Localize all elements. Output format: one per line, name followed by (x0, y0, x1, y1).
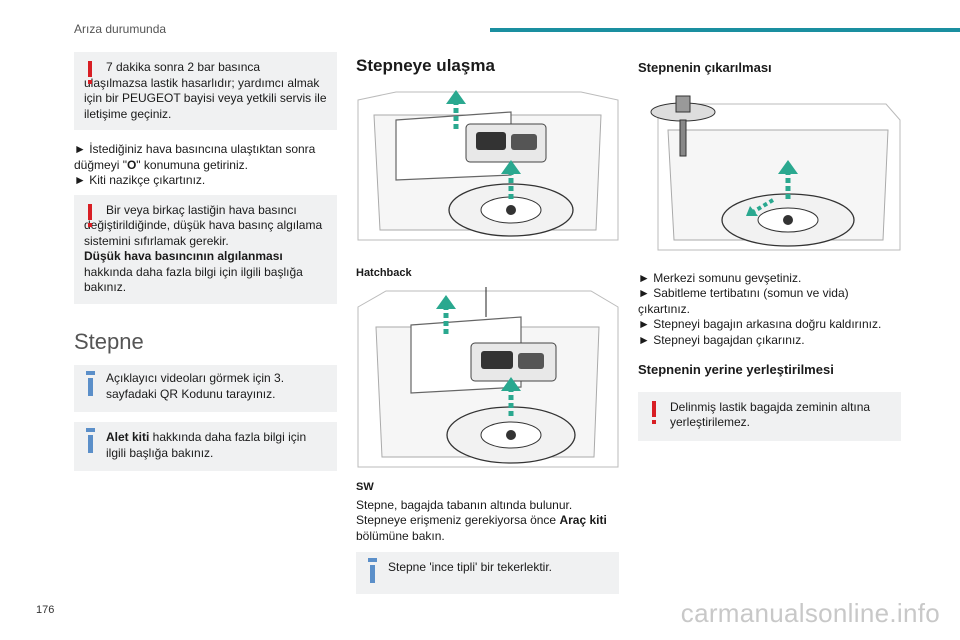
warning-text-rest: ulaşılmazsa lastik hasarlıdır; yardımcı … (84, 75, 327, 121)
info-text: Alet kiti hakkında daha fazla bilgi için… (106, 430, 307, 460)
warning-box-pressure: 7 dakika sonra 2 bar basınca ulaşılmazsa… (74, 52, 337, 130)
section-title-refit: Stepnenin yerine yerleştirilmesi (638, 362, 834, 377)
info-icon (86, 428, 95, 453)
removal-steps-list: ► Merkezi somunu gevşetiniz. ► Sabitleme… (638, 271, 901, 349)
column-left: 7 dakika sonra 2 bar basınca ulaşılmazsa… (74, 52, 337, 481)
info-icon (368, 558, 377, 583)
warning-text-first: Bir veya birkaç lastiğin hava basıncı (106, 202, 297, 217)
page-number: 176 (36, 604, 55, 616)
info-box-video: Açıklayıcı videoları görmek için 3. sayf… (74, 365, 337, 412)
info-box-tool-kit: Alet kiti hakkında daha fazla bilgi için… (74, 422, 337, 471)
info-text-rest: sayfadaki QR Kodunu tarayınız. (106, 386, 276, 401)
warning-box-reset: Bir veya birkaç lastiğin hava basıncı de… (74, 194, 337, 304)
warning-icon (652, 400, 656, 424)
removal-step: ► Stepneyi bagajdan çıkarınız. (638, 332, 805, 347)
warning-text-bold: Düşük hava basıncının algılanması (84, 249, 283, 263)
warning-icon (88, 203, 92, 227)
caption-hatchback: Hatchback (356, 266, 412, 279)
illustration-sw-trunk (356, 287, 619, 472)
warning-text-tail: hakkında daha fazla bilgi için ilgili ba… (84, 264, 303, 295)
column-right: Stepnenin çıkarılması ► Merkezi somunu g… (638, 52, 901, 451)
step-remove-kit: ► Kiti nazikçe çıkartınız. (74, 173, 206, 187)
warning-text: Delinmiş lastik bagajda zeminin altına y… (670, 399, 871, 430)
page-header-title: Arıza durumunda (74, 22, 167, 36)
removal-step: ► Sabitleme tertibatını (somun ve vida) … (638, 286, 849, 316)
watermark: carmanualsonline.info (680, 598, 940, 628)
info-text: Stepne 'ince tipli' bir tekerlektir. (388, 560, 552, 574)
spare-location-text: Stepne, bagajda tabanın altında bulunur.… (356, 497, 607, 543)
warning-text-rest: değiştirildiğinde, düşük hava basınç alg… (84, 218, 323, 248)
removal-step: ► Stepneyi bagajın arkasına doğru kaldır… (638, 317, 882, 331)
info-text-first: Açıklayıcı videoları görmek için 3. (106, 371, 285, 385)
header-accent-bar (490, 28, 960, 32)
removal-step: ► Merkezi somunu gevşetiniz. (638, 270, 802, 285)
section-title-access: Stepneye ulaşma (356, 56, 495, 75)
warning-icon (88, 61, 92, 84)
section-title-stepne: Stepne (74, 328, 144, 354)
caption-sw: SW (356, 481, 374, 493)
illustration-hatchback-trunk (356, 89, 619, 250)
info-icon (86, 371, 95, 396)
column-middle: Stepneye ulaşma Hatchback (356, 52, 619, 604)
step-set-o: ► İstediğiniz hava basıncına ulaştıktan … (74, 142, 316, 172)
warning-box-punctured: Delinmiş lastik bagajda zeminin altına y… (638, 391, 901, 441)
info-box-thin-wheel: Stepne 'ince tipli' bir tekerlektir. (356, 552, 619, 594)
illustration-spare-removal (638, 89, 901, 255)
warning-text-first: 7 dakika sonra 2 bar basınca (106, 60, 261, 74)
section-title-removal: Stepnenin çıkarılması (638, 60, 772, 75)
